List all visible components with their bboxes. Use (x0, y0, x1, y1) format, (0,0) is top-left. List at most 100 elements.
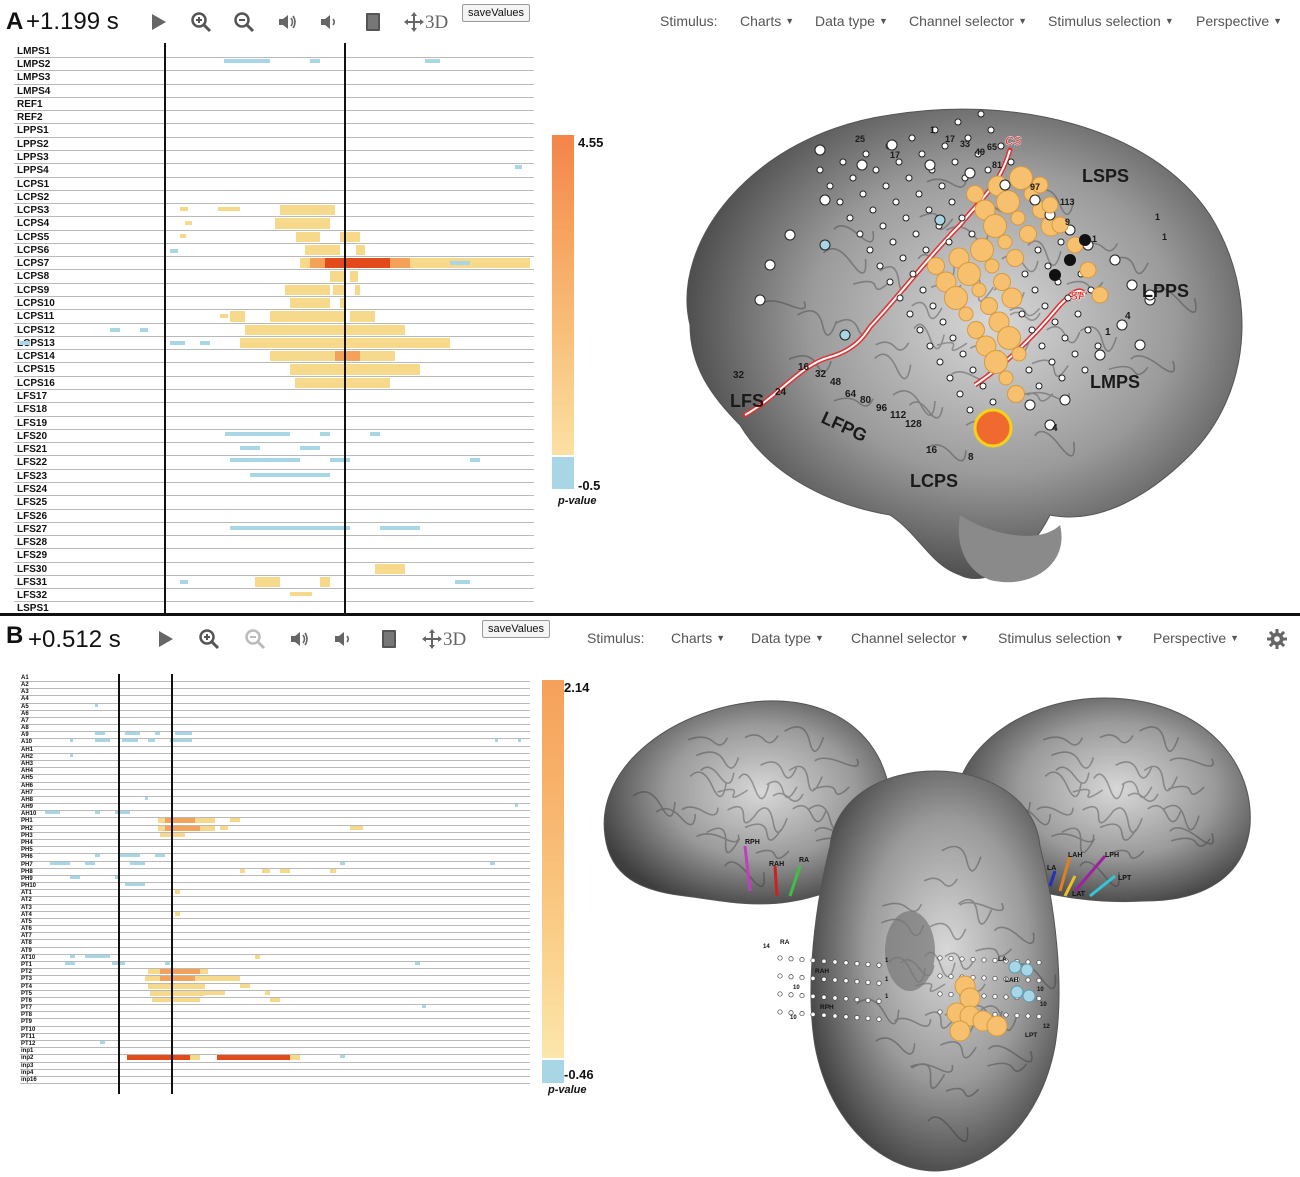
electrode-contact[interactable] (777, 973, 783, 979)
electrode-contact[interactable] (1144, 289, 1156, 301)
electrode-contact[interactable] (869, 206, 877, 214)
electrode-contact[interactable] (856, 159, 868, 171)
electrode-contact[interactable] (810, 993, 816, 999)
electrode-shaft[interactable] (1073, 855, 1107, 892)
electrode-contact[interactable] (931, 126, 939, 134)
electrode-contact[interactable] (1081, 366, 1089, 374)
volume-up-icon[interactable] (286, 626, 312, 652)
electrode-contact[interactable] (999, 179, 1011, 191)
electrode-shaft[interactable] (1063, 875, 1077, 897)
electrode-contact[interactable] (971, 282, 987, 298)
electrode-contact[interactable] (948, 198, 956, 206)
electrode-contact[interactable] (872, 166, 880, 174)
electrode-contact[interactable] (927, 257, 945, 275)
electrode-contact[interactable] (936, 358, 944, 366)
electrode-contact[interactable] (865, 979, 871, 985)
electrode-contact[interactable] (945, 238, 953, 246)
electrode-contact[interactable] (964, 134, 972, 142)
zoom-out-icon[interactable] (242, 626, 268, 652)
electrode-contact[interactable] (1049, 269, 1061, 281)
electrode-contact[interactable] (964, 167, 976, 179)
electrode-contact[interactable] (854, 961, 860, 967)
electrode-contact[interactable] (843, 978, 849, 984)
electrode-contact[interactable] (788, 1010, 794, 1016)
electrode-contact[interactable] (1025, 977, 1031, 983)
electrode-shaft[interactable] (1048, 870, 1057, 887)
electrode-shaft[interactable] (788, 865, 802, 897)
electrode-contact[interactable] (984, 166, 992, 174)
electrode-contact[interactable] (1057, 238, 1065, 246)
electrode-contact[interactable] (906, 310, 914, 318)
electrode-contact[interactable] (816, 166, 824, 174)
electrode-contact[interactable] (876, 998, 882, 1004)
electrode-contact[interactable] (865, 997, 871, 1003)
electrode-contact[interactable] (954, 118, 962, 126)
volume-up-icon[interactable] (274, 9, 300, 35)
electrode-contact[interactable] (788, 956, 794, 962)
electrode-contact[interactable] (1018, 310, 1026, 318)
electrode-contact[interactable] (856, 230, 864, 238)
electrode-contact[interactable] (992, 975, 998, 982)
volume-down-icon[interactable] (315, 9, 341, 35)
electrode-contact[interactable] (909, 270, 917, 278)
electrode-contact[interactable] (916, 326, 924, 334)
electrode-contact[interactable] (958, 306, 974, 322)
electrode-contact[interactable] (1079, 261, 1097, 279)
electrode-contact[interactable] (882, 182, 890, 190)
electrode-contact[interactable] (1074, 310, 1082, 318)
electrode-contact[interactable] (832, 959, 838, 965)
electrode-contact[interactable] (1051, 216, 1069, 234)
book-icon[interactable] (360, 9, 386, 35)
electrode-contact[interactable] (1036, 977, 1042, 984)
time-marker-line[interactable] (118, 674, 120, 1094)
save-values-button[interactable]: saveValues (462, 4, 531, 22)
electrode-contact[interactable] (980, 297, 998, 315)
electrode-contact[interactable] (989, 398, 997, 406)
electrode-contact[interactable] (1009, 166, 1033, 190)
electrode-contact[interactable] (777, 955, 783, 961)
electrode-contact[interactable] (788, 974, 794, 980)
electrode-contact[interactable] (957, 262, 981, 286)
electrode-contact[interactable] (1003, 994, 1009, 1000)
time-marker-line[interactable] (171, 674, 173, 1094)
electrode-contact[interactable] (1035, 382, 1043, 390)
electrode-contact[interactable] (992, 993, 998, 1000)
electrode-contact[interactable] (1006, 249, 1024, 267)
electrode-contact[interactable] (937, 991, 943, 997)
zoom-in-icon[interactable] (196, 626, 222, 652)
label-3d[interactable]: 3D (425, 12, 449, 33)
electrode-contact[interactable] (1008, 960, 1022, 974)
electrode-contact[interactable] (1094, 342, 1102, 350)
electrode-contact[interactable] (959, 956, 965, 962)
electrode-contact[interactable] (799, 993, 805, 999)
electrode-contact[interactable] (849, 174, 857, 182)
electrode-contact[interactable] (854, 997, 860, 1003)
electrode-contact[interactable] (912, 230, 920, 238)
electrode-contact[interactable] (966, 185, 984, 203)
electrode-contact[interactable] (967, 321, 985, 339)
hot-electrode[interactable] (973, 408, 1013, 448)
electrode-contact[interactable] (854, 979, 860, 985)
electrode-contact[interactable] (1003, 1012, 1009, 1018)
electrode-contact[interactable] (1048, 358, 1056, 366)
electrode-contact[interactable] (997, 142, 1005, 150)
electrode-contact[interactable] (788, 992, 794, 998)
electrode-contact[interactable] (1010, 985, 1024, 999)
electrode-contact[interactable] (941, 142, 949, 150)
electrode-shaft[interactable] (773, 865, 779, 897)
electrode-contact[interactable] (1025, 366, 1033, 374)
electrode-contact[interactable] (981, 975, 987, 981)
electrode-contact[interactable] (924, 159, 936, 171)
electrode-contact[interactable] (826, 182, 834, 190)
electrode-contact[interactable] (839, 158, 847, 166)
electrode-contact[interactable] (843, 996, 849, 1002)
electrode-contact[interactable] (777, 1009, 783, 1015)
electrode-contact[interactable] (832, 977, 838, 983)
electrode-contact[interactable] (1019, 225, 1037, 243)
electrode-contact[interactable] (810, 1011, 816, 1017)
electrode-contact[interactable] (1020, 963, 1034, 977)
electrode-contact[interactable] (944, 286, 968, 310)
electrode-contact[interactable] (949, 334, 957, 342)
